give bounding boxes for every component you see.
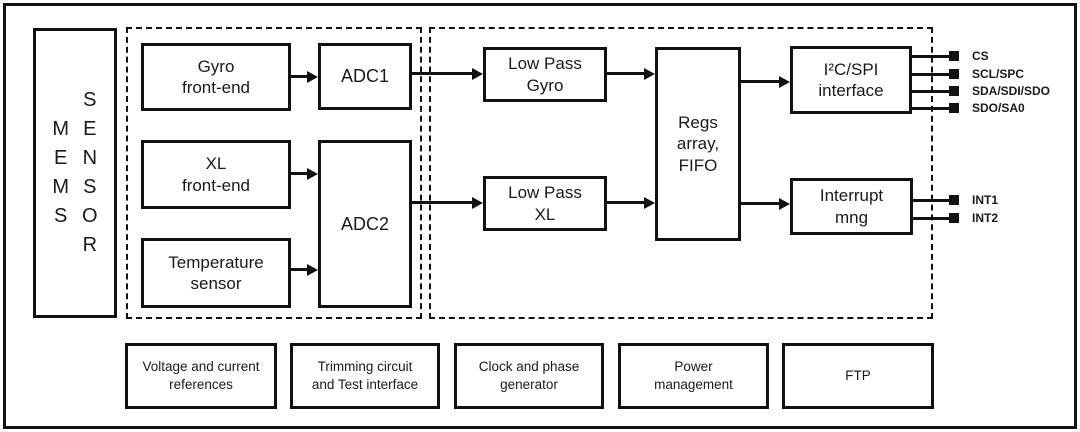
pin-terminal-icon: [949, 51, 959, 61]
pin-sda-sdi-sdo-label: SDA/SDI/SDO: [972, 84, 1051, 98]
xl-front-end-box: XL front-end: [141, 140, 291, 209]
low-pass-xl-label: Low Pass XL: [508, 183, 582, 224]
pin-scl-spc: SCL/SPC: [912, 67, 1025, 81]
low-pass-gyro-box: Low Pass Gyro: [483, 47, 607, 102]
arrow-regs-to-interrupt: [741, 202, 779, 205]
pin-terminal-icon: [949, 195, 959, 205]
regs-array-fifo-box: Regs array, FIFO: [655, 47, 741, 241]
analog-front-end-dashed-region: [126, 27, 422, 319]
gyro-front-end-box: Gyro front-end: [141, 43, 291, 111]
pin-sda-sdi-sdo: SDA/SDI/SDO: [912, 84, 1051, 98]
pin-int1-label: INT1: [972, 193, 999, 207]
arrow-adc2-to-lowpass-xl: [412, 201, 472, 204]
interrupt-mng-label: Interrupt mng: [819, 186, 884, 227]
voltage-current-references-box: Voltage and current references: [125, 343, 277, 409]
pin-line: [912, 216, 949, 220]
adc2-label: ADC2: [340, 213, 389, 234]
pin-cs: CS: [912, 49, 989, 63]
arrow-lowpass-gyro-to-regs: [607, 72, 644, 75]
pin-terminal-icon: [949, 86, 959, 96]
i2c-spi-interface-label: I²C/SPI interface: [818, 59, 884, 100]
clock-phase-generator-label: Clock and phase generator: [478, 359, 580, 392]
sensor-vertical-label: S E N S O R: [82, 89, 98, 256]
pin-cs-label: CS: [972, 49, 989, 63]
gyro-front-end-label: Gyro front-end: [181, 56, 251, 97]
arrow-xl-to-adc2: [291, 172, 307, 175]
pin-terminal-icon: [949, 103, 959, 113]
pin-line: [912, 54, 949, 58]
arrow-temp-to-adc2: [291, 268, 307, 271]
pin-terminal-icon: [949, 213, 959, 223]
outer-border: [3, 3, 1077, 429]
xl-front-end-label: XL front-end: [181, 154, 251, 195]
pin-sdo-sa0: SDO/SA0: [912, 101, 1025, 115]
arrow-gyro-to-adc1: [291, 75, 307, 78]
pin-line: [912, 106, 949, 110]
pin-line: [912, 89, 949, 93]
digital-dashed-region: [429, 27, 933, 319]
temperature-sensor-label: Temperature sensor: [168, 252, 264, 293]
temperature-sensor-box: Temperature sensor: [141, 238, 291, 308]
i2c-spi-interface-box: I²C/SPI interface: [790, 46, 912, 114]
mems-sensor-block: M E M S S E N S O R: [33, 28, 117, 318]
pin-int2-label: INT2: [972, 211, 999, 225]
low-pass-gyro-label: Low Pass Gyro: [508, 54, 582, 95]
regs-array-fifo-label: Regs array, FIFO: [676, 113, 720, 175]
adc2-box: ADC2: [318, 140, 412, 308]
adc1-box: ADC1: [318, 43, 412, 110]
arrow-adc1-to-lowpass-gyro: [412, 72, 472, 75]
interrupt-mng-box: Interrupt mng: [790, 178, 913, 235]
arrow-regs-to-i2c-spi: [741, 80, 779, 83]
power-management-box: Power management: [618, 343, 769, 409]
clock-phase-generator-box: Clock and phase generator: [454, 343, 604, 409]
power-management-label: Power management: [654, 359, 733, 392]
pin-terminal-icon: [949, 69, 959, 79]
mems-vertical-label: M E M S: [52, 118, 70, 227]
ftp-box: FTP: [782, 343, 934, 409]
pin-sdo-sa0-label: SDO/SA0: [972, 101, 1025, 115]
arrow-lowpass-xl-to-regs: [607, 201, 644, 204]
pin-int1: INT1: [912, 193, 999, 207]
low-pass-xl-box: Low Pass XL: [483, 176, 607, 231]
pin-line: [912, 72, 949, 76]
pin-line: [912, 198, 949, 202]
adc1-label: ADC1: [340, 66, 389, 87]
voltage-current-references-label: Voltage and current references: [142, 359, 260, 392]
ftp-label: FTP: [845, 368, 871, 384]
pin-scl-spc-label: SCL/SPC: [972, 67, 1025, 81]
pin-int2: INT2: [912, 211, 999, 225]
trimming-test-interface-label: Trimming circuit and Test interface: [311, 359, 419, 392]
trimming-test-interface-box: Trimming circuit and Test interface: [290, 343, 440, 409]
